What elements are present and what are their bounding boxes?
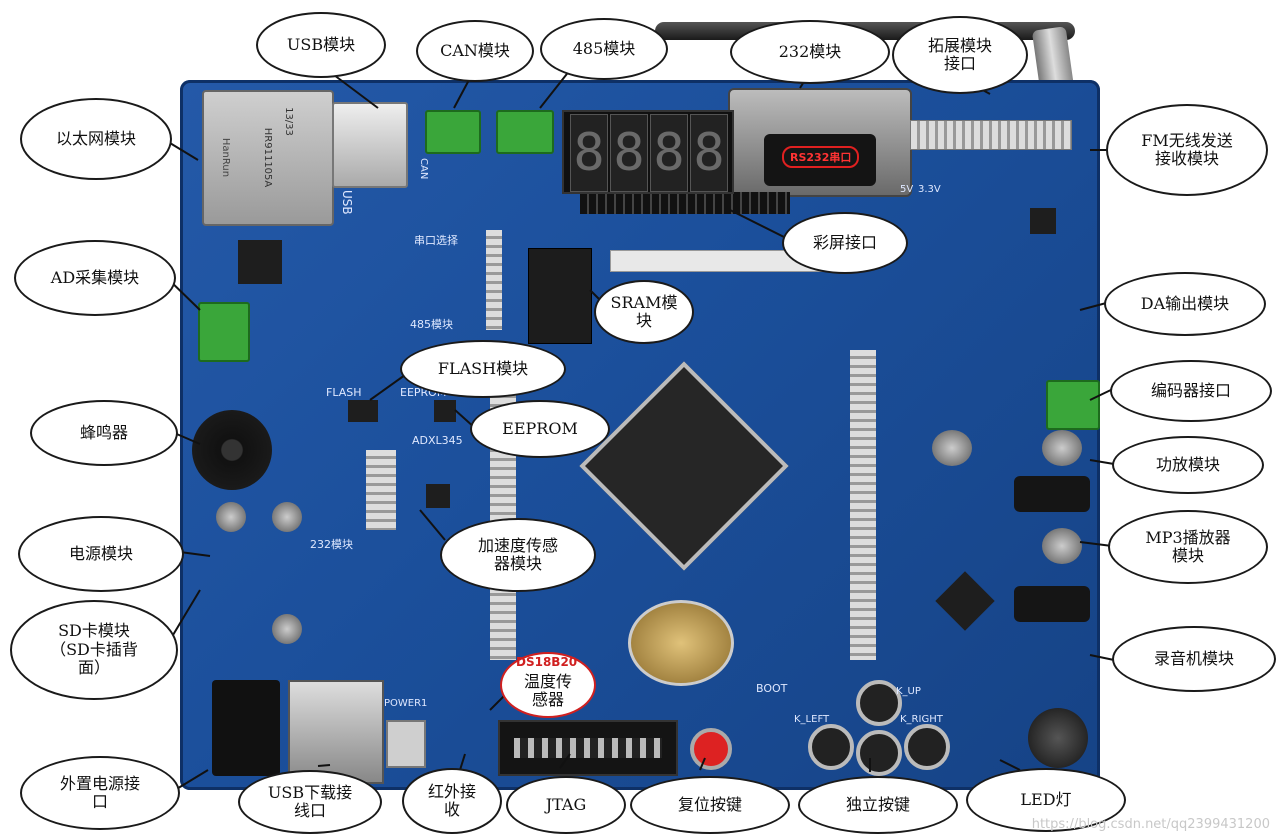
label-fm: FM无线发送 接收模块 bbox=[1106, 104, 1268, 196]
ext-header bbox=[910, 120, 1072, 150]
rs232-port-label: RS232串口 bbox=[782, 146, 860, 168]
label-sram: SRAM模 块 bbox=[594, 280, 694, 344]
buzzer bbox=[192, 410, 272, 490]
lcd-header bbox=[580, 192, 790, 214]
label-da: DA输出模块 bbox=[1104, 272, 1266, 336]
eth-jack-text-c: HanRun bbox=[220, 137, 232, 178]
silk-k-right: K_RIGHT bbox=[900, 714, 943, 725]
capacitor bbox=[1042, 528, 1082, 564]
label-reset: 复位按键 bbox=[630, 776, 790, 834]
sram-chip bbox=[528, 248, 592, 344]
jtag-pins bbox=[514, 738, 662, 758]
encoder-terminal bbox=[1046, 380, 1100, 430]
label-temp-sensor: DS18B20 温度传 感器 bbox=[500, 652, 596, 718]
mcu-chip bbox=[579, 361, 789, 571]
eth-jack-text-b: HR911105A bbox=[262, 127, 274, 188]
ad-terminal bbox=[198, 302, 250, 362]
ds18b20-label: DS18B20 bbox=[516, 655, 578, 669]
audio-jack bbox=[1014, 476, 1090, 512]
label-flash: FLASH模块 bbox=[400, 340, 566, 398]
temp-text: 温度传 感器 bbox=[523, 671, 572, 709]
eeprom-chip bbox=[434, 400, 456, 422]
capacitor bbox=[272, 502, 302, 532]
key-up bbox=[856, 680, 902, 726]
label-ext-power: 外置电源接 口 bbox=[20, 756, 180, 830]
seven-segment-display: 8 8 8 8 bbox=[562, 110, 734, 194]
usb-a-port bbox=[332, 102, 408, 188]
capacitor bbox=[1042, 430, 1082, 466]
can-silk: CAN bbox=[418, 158, 429, 180]
label-buzzer: 蜂鸣器 bbox=[30, 400, 178, 466]
rs485-terminal bbox=[496, 110, 554, 154]
jtag-header bbox=[498, 720, 678, 776]
pin-header-left bbox=[486, 230, 502, 330]
silk-power1: POWER1 bbox=[384, 698, 428, 709]
capacitor bbox=[216, 502, 246, 532]
capacitor bbox=[932, 430, 972, 466]
label-ethernet: 以太网模块 bbox=[20, 98, 172, 180]
dc-power-jack bbox=[212, 680, 280, 776]
label-led: LED灯 bbox=[966, 768, 1126, 832]
power-switch bbox=[386, 720, 426, 768]
silk-boot: BOOT bbox=[756, 682, 788, 695]
fm-chip bbox=[1030, 208, 1056, 234]
accel-chip bbox=[426, 484, 450, 508]
label-amp: 功放模块 bbox=[1112, 436, 1264, 494]
label-usb-download: USB下载接 线口 bbox=[238, 770, 382, 834]
silk-k-up: K_UP bbox=[896, 686, 921, 697]
pin-header-mid bbox=[366, 450, 396, 530]
label-232: 232模块 bbox=[730, 20, 890, 84]
silk-485: 485模块 bbox=[410, 318, 453, 331]
label-mp3: MP3播放器 模块 bbox=[1108, 510, 1268, 584]
label-accel: 加速度传感 器模块 bbox=[440, 518, 596, 592]
silk-5v: 5V bbox=[900, 184, 914, 195]
can-terminal bbox=[425, 110, 481, 154]
silk-k-left: K_LEFT bbox=[794, 714, 830, 725]
label-can: CAN模块 bbox=[416, 20, 534, 82]
label-jtag: JTAG bbox=[506, 776, 626, 834]
segment-digit: 8 bbox=[610, 114, 648, 192]
reset-key bbox=[690, 728, 732, 770]
segment-digit: 8 bbox=[570, 114, 608, 192]
label-recorder: 录音机模块 bbox=[1112, 626, 1276, 692]
pin-header-gpio-right bbox=[850, 350, 876, 660]
eth-jack-text-a: 13/33 bbox=[282, 107, 294, 136]
silk-port-select: 串口选择 bbox=[414, 234, 458, 247]
db9-connector: RS232串口 bbox=[728, 88, 912, 197]
silk-adxl: ADXL345 bbox=[412, 434, 463, 447]
ethernet-phy-chip bbox=[238, 240, 282, 284]
key-down bbox=[856, 730, 902, 776]
key-left bbox=[808, 724, 854, 770]
label-ext: 拓展模块 接口 bbox=[892, 16, 1028, 94]
capacitor bbox=[272, 614, 302, 644]
key-right bbox=[904, 724, 950, 770]
microphone bbox=[1028, 708, 1088, 768]
ethernet-jack: 13/33 HR911105A HanRun bbox=[202, 90, 334, 226]
label-usb: USB模块 bbox=[256, 12, 386, 78]
label-keys: 独立按键 bbox=[798, 776, 958, 834]
label-lcd: 彩屏接口 bbox=[782, 212, 908, 274]
dev-board: 13/33 HR911105A HanRun USB CAN RS232串口 bbox=[180, 80, 1100, 790]
mp3-chip bbox=[935, 571, 995, 631]
silk-232: 232模块 bbox=[310, 538, 353, 551]
label-encoder: 编码器接口 bbox=[1110, 360, 1272, 422]
coin-cell-holder bbox=[628, 600, 734, 686]
watermark: https://blog.csdn.net/qq2399431200 bbox=[1031, 817, 1270, 832]
label-eeprom: EEPROM bbox=[470, 400, 610, 458]
silk-flash: FLASH bbox=[326, 386, 362, 399]
silk-3v3: 3.3V bbox=[918, 184, 941, 195]
label-ir: 红外接 收 bbox=[402, 768, 502, 834]
label-power: 电源模块 bbox=[18, 516, 184, 592]
usb-b-port bbox=[288, 680, 384, 784]
label-ad: AD采集模块 bbox=[14, 240, 176, 316]
usb-silk: USB bbox=[340, 190, 354, 215]
label-sd: SD卡模块 （SD卡插背 面） bbox=[10, 600, 178, 700]
label-485: 485模块 bbox=[540, 18, 668, 80]
segment-digit: 8 bbox=[650, 114, 688, 192]
audio-jack bbox=[1014, 586, 1090, 622]
flash-chip bbox=[348, 400, 378, 422]
segment-digit: 8 bbox=[690, 114, 728, 192]
